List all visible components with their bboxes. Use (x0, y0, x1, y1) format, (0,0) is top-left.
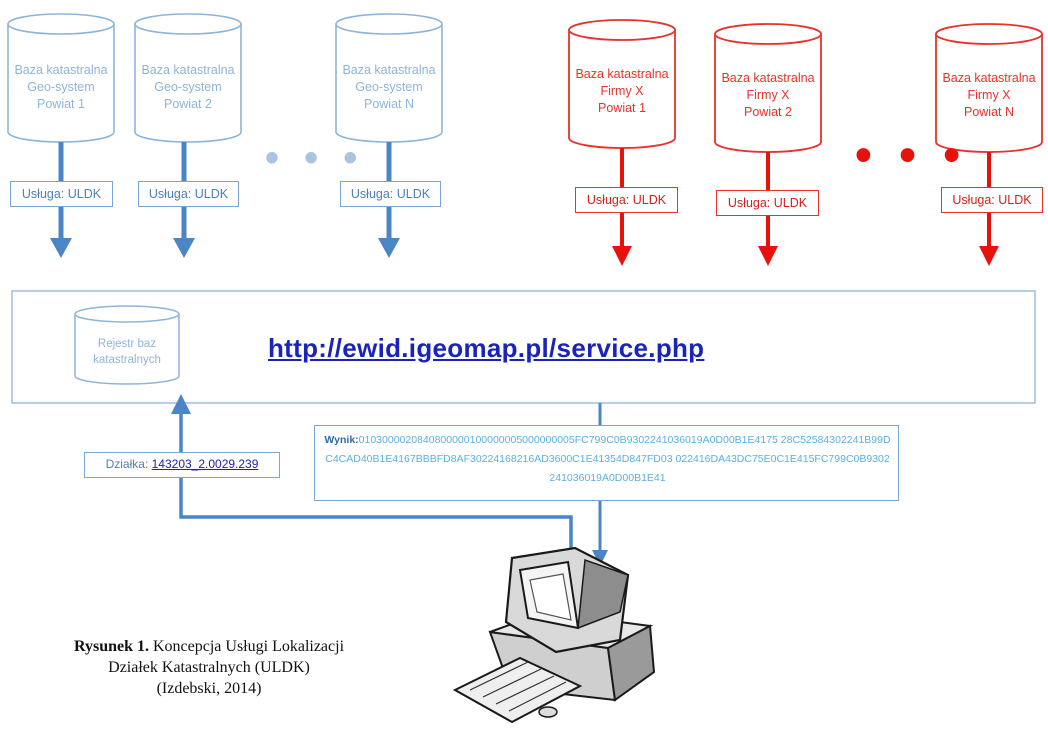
red-service-box-2: Usługa: ULDK (716, 190, 819, 216)
service-panel (11, 290, 1036, 404)
service-url-link[interactable]: http://ewid.igeomap.pl/service.php (268, 333, 705, 363)
parcel-request-box: Działka: 143203_2.0029.239 (84, 452, 280, 478)
blue-service-box-n: Usługa: ULDK (340, 181, 441, 207)
red-ellipsis: • • • (855, 129, 968, 182)
blue-database-1-cylinder (7, 13, 115, 143)
red-database-2-cylinder (714, 23, 822, 153)
registry-database-cylinder (74, 305, 180, 385)
blue-ellipsis: • • • (265, 136, 365, 180)
blue-service-box-1: Usługa: ULDK (10, 181, 113, 207)
blue-service-box-2: Usługa: ULDK (138, 181, 239, 207)
result-label: Wynik: (324, 434, 359, 446)
blue-database-2-cylinder (134, 13, 242, 143)
result-box: Wynik:0103000020840800000100000005000000… (314, 425, 899, 501)
computer-icon (452, 546, 656, 724)
red-service-box-n: Usługa: ULDK (941, 187, 1043, 213)
parcel-id-link[interactable]: 143203_2.0029.239 (151, 457, 259, 471)
result-connectors (592, 403, 608, 566)
red-database-1-cylinder (568, 19, 676, 149)
parcel-label: Działka: (105, 457, 149, 471)
caption-line-3: (Izdebski, 2014) (156, 680, 262, 697)
caption-line-2: Działek Katastralnych (ULDK) (108, 659, 310, 676)
figure-caption: Rysunek 1. Koncepcja Usługi Lokalizacji … (20, 636, 398, 699)
result-value: 0103000020840800000100000005000000005FC7… (325, 434, 891, 484)
red-service-box-1: Usługa: ULDK (575, 187, 678, 213)
caption-line-1: Koncepcja Usługi Lokalizacji (152, 638, 345, 655)
caption-figure-number: Rysunek 1. (73, 638, 149, 655)
